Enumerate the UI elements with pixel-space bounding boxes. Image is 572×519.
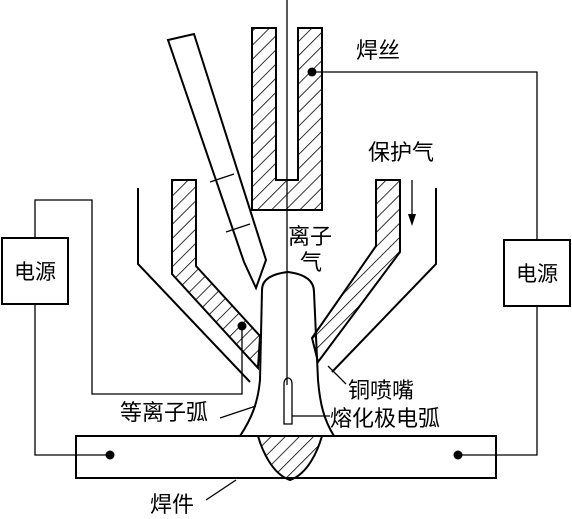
plasma-arc-label: 等离子弧 bbox=[120, 401, 208, 426]
workpiece-right-contact-dot bbox=[453, 450, 463, 460]
right-power-supply: 电源 bbox=[503, 239, 571, 307]
outer-cup-left bbox=[137, 188, 251, 383]
plasma-arc-leader bbox=[219, 405, 257, 419]
plasma-arc-column bbox=[238, 270, 336, 437]
shield-gas-label: 保护气 bbox=[368, 141, 434, 166]
nozzle-label: 铜喷嘴 bbox=[348, 379, 414, 404]
shield-gas-flow-arrow bbox=[408, 180, 416, 226]
mig-arc-label: 熔化极电弧 bbox=[330, 407, 440, 432]
plasma-gas-label: 离子 气 bbox=[288, 225, 332, 276]
weld-pool bbox=[256, 435, 324, 482]
wire-contact-dot bbox=[307, 67, 317, 77]
right-power-label: 电源 bbox=[516, 262, 558, 286]
wire-label: 焊丝 bbox=[356, 39, 400, 64]
workpiece-leader bbox=[205, 479, 237, 501]
nozzle-right-wall bbox=[310, 179, 401, 365]
left-power-supply: 电源 bbox=[1, 237, 69, 305]
workpiece-left-contact-dot bbox=[105, 450, 115, 460]
outer-cup-right bbox=[331, 188, 437, 373]
left-circuit bbox=[34, 199, 243, 460]
plasma-gas-label-line1: 离子 bbox=[288, 225, 332, 250]
nozzle-leader bbox=[327, 365, 347, 385]
wire-contact-tube bbox=[251, 27, 323, 211]
inclined-electrode-holder bbox=[166, 32, 268, 291]
workpiece-label: 焊件 bbox=[150, 493, 194, 518]
plasma-gas-label-line2: 气 bbox=[300, 251, 322, 276]
right-circuit bbox=[307, 67, 538, 460]
left-power-label: 电源 bbox=[14, 260, 56, 284]
